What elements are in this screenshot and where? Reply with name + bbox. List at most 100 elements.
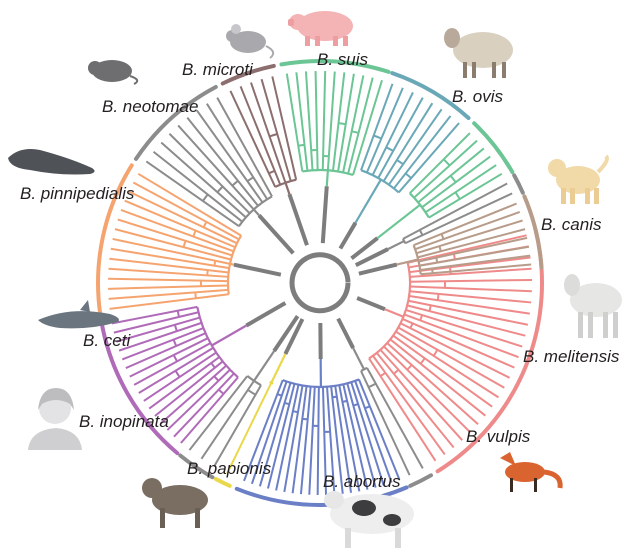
clade-base-suis <box>327 170 328 186</box>
node-melitensis <box>421 358 425 363</box>
clade-stem-ovis <box>340 223 355 249</box>
node-suis <box>298 145 304 146</box>
cow-icon <box>324 491 414 548</box>
clade-base-ceti <box>212 326 247 346</box>
vole-icon <box>88 60 137 84</box>
node-melitensis <box>410 323 412 328</box>
node-abortus <box>365 406 370 408</box>
tip-inopinata <box>189 376 247 450</box>
clade-stem-ceti <box>246 303 285 326</box>
pig-icon <box>288 11 353 46</box>
person-icon <box>28 388 82 450</box>
label-b-vulpis: B. vulpis <box>466 427 530 447</box>
tip-pinnipedialis <box>109 290 229 299</box>
node-pinnipedialis <box>195 292 196 298</box>
node-canis <box>439 246 441 251</box>
tip-abortus <box>318 387 319 495</box>
tip-pinnipedialis <box>110 294 229 309</box>
node-suis <box>352 131 359 133</box>
node-melitensis <box>394 370 399 374</box>
mouse-icon <box>226 24 273 58</box>
clade-base-vulpis <box>353 348 364 369</box>
node-ceti <box>178 311 179 317</box>
fox-icon <box>500 452 560 492</box>
node-microti <box>270 134 278 136</box>
clade-base-melitensis <box>385 309 404 316</box>
clade-stem-pinnipedialis <box>234 265 281 275</box>
node-ovis <box>397 160 403 164</box>
tip-neotomae <box>217 98 272 197</box>
node-abortus <box>285 403 290 404</box>
label-b-ceti: B. ceti <box>83 331 130 351</box>
node-abortus <box>302 419 307 420</box>
node-melitensis <box>407 365 412 370</box>
node-ovis <box>386 147 393 151</box>
tip-melitensis <box>410 280 532 282</box>
tip-ceti <box>126 333 206 368</box>
node-suis <box>339 123 346 124</box>
clade-stem-neotomae <box>259 215 293 253</box>
clade-base-papionis <box>271 354 285 383</box>
clade-ring-gray2 <box>514 175 523 192</box>
node-pinnipedialis <box>204 222 207 227</box>
node-ceti <box>174 355 177 361</box>
node-ceti <box>214 376 218 381</box>
tip-pinnipedialis <box>108 286 228 289</box>
dog-icon <box>548 156 607 204</box>
label-b-neotomae: B. neotomae <box>102 97 198 117</box>
node-neotomae <box>203 195 208 202</box>
tip-melitensis <box>404 314 518 357</box>
node-pinnipedialis <box>193 231 195 237</box>
tip-melitensis <box>410 291 531 302</box>
node-pinnipedialis <box>184 241 186 247</box>
clade-base-neotomae <box>254 209 259 215</box>
tip-pinnipedialis <box>108 279 228 281</box>
node-melitensis <box>381 373 386 376</box>
label-b-ovis: B. ovis <box>452 87 503 107</box>
node-suis2 <box>444 159 450 165</box>
tip-ovis <box>373 92 413 175</box>
node-suis2 <box>456 192 460 199</box>
node-suis2 <box>451 176 456 183</box>
goat-icon <box>564 274 622 338</box>
clade-stem-vulpis <box>338 319 353 348</box>
node-neotomae <box>232 181 238 186</box>
seal-icon <box>8 149 95 175</box>
clade-stem-microti <box>289 194 307 245</box>
node-melitensis <box>430 305 431 311</box>
node-ceti <box>211 363 215 368</box>
node-ceti <box>174 340 177 346</box>
node-canis <box>442 234 444 239</box>
clade-base-pinnipedialis <box>230 264 234 265</box>
tip-suis <box>316 71 318 170</box>
tree-root-ring <box>292 255 348 311</box>
tip-pinnipedialis <box>118 220 232 256</box>
node-neotomae <box>217 187 222 193</box>
tip-suis <box>287 74 302 172</box>
node-melitensis <box>420 315 422 320</box>
clade-stem-melitensis <box>357 298 385 309</box>
node-abortus <box>293 411 298 412</box>
node-melitensis <box>438 294 439 300</box>
node-neotomae <box>247 177 253 181</box>
label-b-inopinata: B. inopinata <box>79 412 169 432</box>
node-gray2 <box>420 230 423 235</box>
tip-ovis <box>378 98 423 178</box>
clade-ring-vulpis <box>410 475 431 486</box>
node-ceti <box>175 325 177 331</box>
node-ovis <box>406 174 412 179</box>
node-vulpis <box>369 384 376 388</box>
node-abortus <box>332 397 337 398</box>
clade-base-ovis <box>356 180 381 223</box>
tip-suis2 <box>429 174 502 218</box>
node-ceti <box>219 390 224 394</box>
node-abortus <box>342 401 347 402</box>
label-b-microti: B. microti <box>182 60 253 80</box>
clade-base-microti <box>285 183 289 194</box>
clade-base-gray2 <box>388 241 404 249</box>
node-ceti <box>176 371 180 377</box>
clade-base-inopinata <box>254 351 274 381</box>
node-canis <box>432 268 433 273</box>
label-b-melitensis: B. melitensis <box>523 347 619 367</box>
